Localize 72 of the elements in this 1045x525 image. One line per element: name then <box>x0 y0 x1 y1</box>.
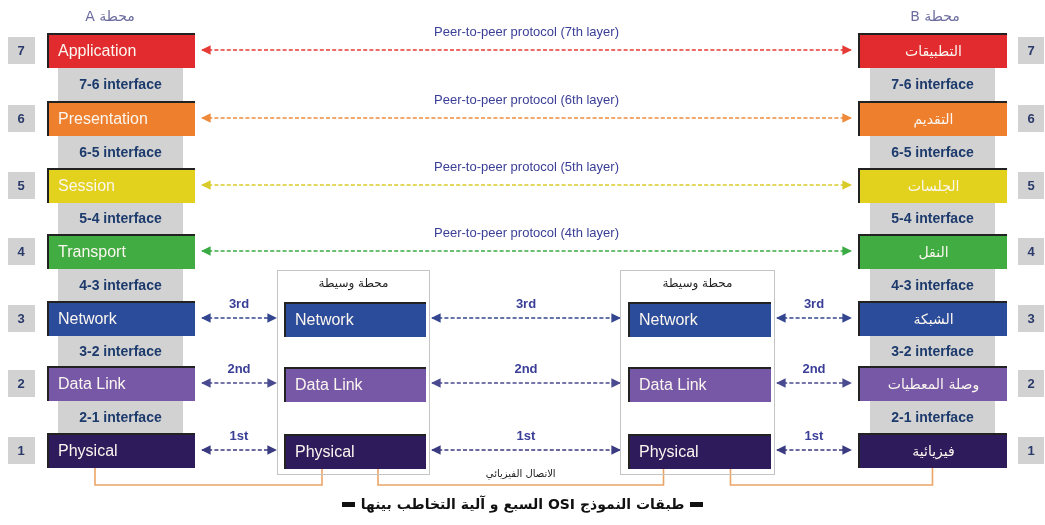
layer-box: Data Link <box>284 366 426 402</box>
layer-number: 2 <box>7 369 35 397</box>
protocol-arrow <box>776 445 852 455</box>
layer-number: 3 <box>1018 304 1044 332</box>
layer-box: Session <box>47 167 195 203</box>
interface-box: 6-5 interface <box>870 135 995 168</box>
protocol-arrow <box>201 113 852 123</box>
interface-box: 4-3 interface <box>58 268 183 301</box>
layer-number: 5 <box>1018 171 1044 199</box>
layer-box: التقديم <box>858 100 1007 136</box>
layer-box: الشبكة <box>858 300 1007 336</box>
station-box <box>620 270 775 475</box>
layer-number: 6 <box>1018 104 1044 132</box>
layer-box: التطبيقات <box>858 32 1007 68</box>
physical-link <box>94 466 323 486</box>
protocol-arrow <box>201 445 277 455</box>
edge-label: Peer-to-peer protocol (6th layer) <box>432 92 621 108</box>
interface-box: 3-2 interface <box>58 335 183 366</box>
interface-box: 7-6 interface <box>58 67 183 101</box>
layer-box: Network <box>47 300 195 336</box>
layer-box: Application <box>47 32 195 68</box>
layer-number: 2 <box>1018 369 1044 397</box>
layer-box: Physical <box>47 432 195 468</box>
interface-box: 6-5 interface <box>58 135 183 168</box>
layer-number: 6 <box>7 104 35 132</box>
interface-box: 3-2 interface <box>870 335 995 366</box>
layer-number: 1 <box>7 436 35 464</box>
layer-number: 7 <box>1018 36 1044 64</box>
layer-box: Data Link <box>47 365 195 401</box>
protocol-arrow <box>431 445 621 455</box>
protocol-arrow <box>201 313 277 323</box>
protocol-arrow <box>201 378 277 388</box>
layer-box: الجلسات <box>858 167 1007 203</box>
interface-box: 5-4 interface <box>58 202 183 234</box>
layer-box: Presentation <box>47 100 195 136</box>
edge-label: Peer-to-peer protocol (7th layer) <box>432 24 621 40</box>
protocol-arrow <box>201 180 852 190</box>
layer-box: النقل <box>858 233 1007 269</box>
layer-box: Transport <box>47 233 195 269</box>
layer-number: 1 <box>1018 436 1044 464</box>
protocol-arrow <box>201 246 852 256</box>
protocol-arrow <box>431 313 621 323</box>
layer-number: 4 <box>1018 237 1044 265</box>
protocol-arrow <box>431 378 621 388</box>
layer-box: Network <box>628 301 771 337</box>
edge-label: Peer-to-peer protocol (5th layer) <box>432 159 621 175</box>
layer-box: Data Link <box>628 366 771 402</box>
layer-box: Physical <box>628 433 771 469</box>
physical-link <box>729 466 934 486</box>
caption: طبقات النموذج OSI السبع و آلية التخاطب بينها <box>360 496 685 512</box>
physical-link <box>377 466 665 486</box>
layer-number: 4 <box>7 237 35 265</box>
layer-number: 5 <box>7 171 35 199</box>
interface-box: 2-1 interface <box>58 400 183 433</box>
interface-box: 7-6 interface <box>870 67 995 101</box>
protocol-arrow <box>776 378 852 388</box>
layer-number: 7 <box>7 36 35 64</box>
station-box <box>277 270 430 475</box>
layer-box: فيزيائية <box>858 432 1007 468</box>
layer-box: وصلة المعطيات <box>858 365 1007 401</box>
edge-label: Peer-to-peer protocol (4th layer) <box>432 225 621 241</box>
interface-box: 5-4 interface <box>870 202 995 234</box>
protocol-arrow <box>201 45 852 55</box>
interface-box: 2-1 interface <box>870 400 995 433</box>
station-title: محطة وسيطة <box>318 276 389 290</box>
layer-box: Network <box>284 301 426 337</box>
interface-box: 4-3 interface <box>870 268 995 301</box>
protocol-arrow <box>776 313 852 323</box>
edge-label: الاتصال الفيزيائي <box>483 467 558 479</box>
layer-box: Physical <box>284 433 426 469</box>
layer-number: 3 <box>7 304 35 332</box>
station-title: محطة وسيطة <box>662 276 733 290</box>
